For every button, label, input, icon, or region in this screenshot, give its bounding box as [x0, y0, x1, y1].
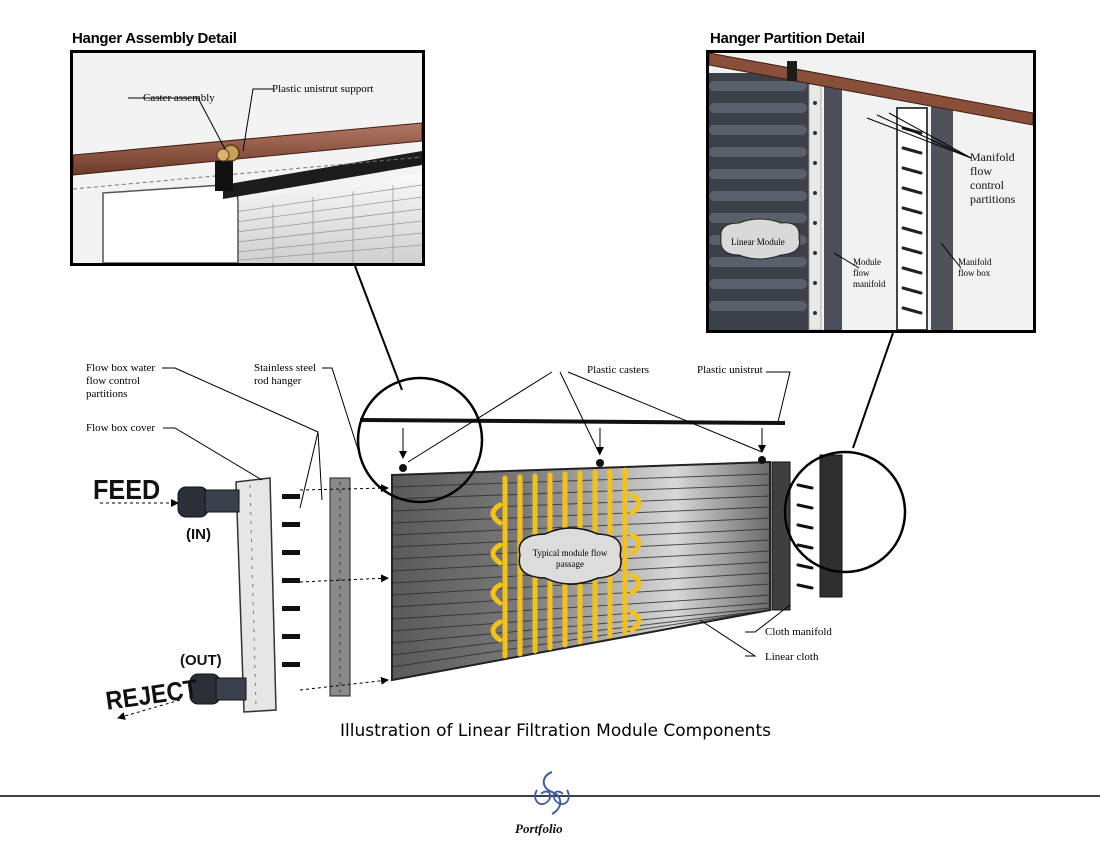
hanger-assembly-detail — [70, 50, 425, 266]
typical-flow-bubble — [518, 527, 622, 585]
hanger-partition-drawing — [709, 53, 1033, 330]
feed-label: FEED — [93, 474, 161, 505]
cloth-manifold — [771, 454, 843, 611]
module-flow-manifold-label: Module flow manifold — [853, 257, 886, 289]
manifold-flow-control-partitions-label: Manifold flow control partitions — [970, 150, 1016, 206]
plastic-unistrut-bar — [359, 418, 786, 425]
typical-flow-label: Typical module flow passage — [532, 548, 608, 569]
corrugated-module — [709, 73, 809, 330]
flow-control-partitions — [282, 494, 300, 667]
plastic-unistrut-label: Plastic unistrut — [697, 364, 763, 376]
reject-nozzle — [189, 673, 247, 705]
flow-box-cover-label: Flow box cover — [86, 422, 156, 434]
assembly-magnifier-circle — [356, 376, 484, 504]
assembly-zoom-line — [354, 265, 403, 391]
hanger-assembly-drawing — [73, 53, 422, 263]
stainless-steel-rod-hanger-label: Stainless steel rod hanger — [254, 362, 317, 387]
caster-arrows — [399, 428, 766, 459]
in-label: (IN) — [186, 526, 211, 543]
partition-magnifier-circle — [783, 450, 907, 574]
plastic-casters-label: Plastic casters — [587, 364, 650, 376]
feed-nozzle — [177, 486, 240, 518]
portfolio-logo-text: Portfolio — [515, 821, 563, 836]
caster-assembly-label: Caster assembly — [143, 92, 215, 104]
partition-zoom-line — [852, 332, 894, 449]
cloth-manifold-label: Cloth manifold — [765, 626, 832, 638]
out-label: (OUT) — [180, 652, 222, 669]
figure-caption: Illustration of Linear Filtration Module… — [340, 721, 771, 741]
hanger-assembly-heading: Hanger Assembly Detail — [72, 30, 237, 47]
hanger-partition-heading: Hanger Partition Detail — [710, 30, 865, 47]
hanger-partition-detail — [706, 50, 1036, 333]
flow-box-cover — [235, 477, 277, 713]
linear-module-label: Linear Module — [731, 237, 785, 247]
portfolio-logo-icon — [534, 771, 570, 815]
linear-cloth-label: Linear cloth — [765, 651, 819, 663]
flow-arrows — [100, 484, 389, 720]
leader-lines — [162, 367, 791, 657]
flow-box-water-label: Flow box water flow control partitions — [86, 362, 156, 400]
manifold-flow-box-label: Manifold flow box — [958, 257, 992, 278]
plastic-unistrut-support-label: Plastic unistrut support — [272, 83, 374, 95]
